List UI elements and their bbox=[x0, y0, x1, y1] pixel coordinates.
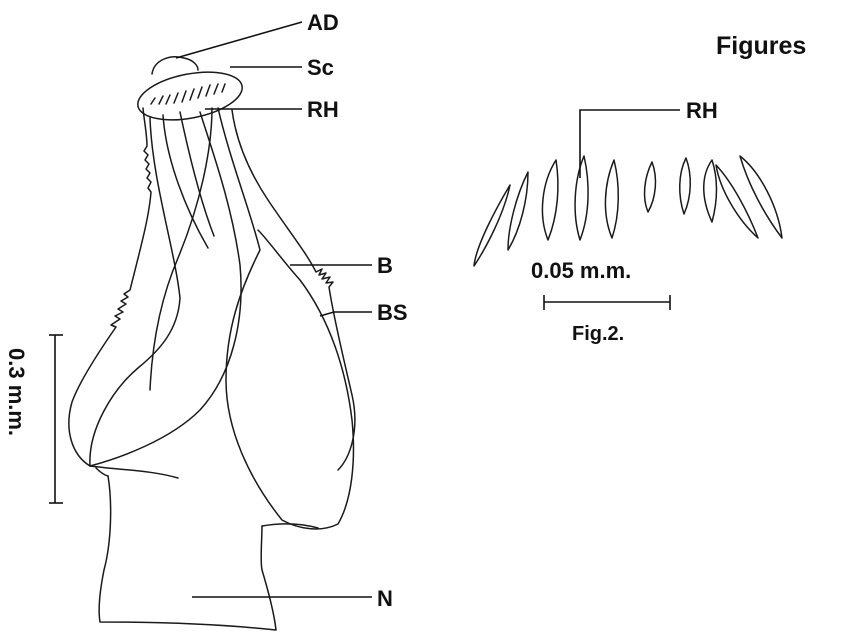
neck-inner-left bbox=[96, 468, 108, 476]
fig2-annotations: RH 0.05 m.m. Fig.2. bbox=[531, 98, 718, 345]
leader-fig2-rh bbox=[580, 110, 680, 178]
hook-6 bbox=[645, 162, 656, 212]
scolex-hooks bbox=[151, 84, 225, 104]
label-ad: AD bbox=[307, 10, 339, 35]
outer-left-contour bbox=[69, 108, 151, 466]
label-b: B bbox=[377, 253, 393, 278]
neck-right-join bbox=[262, 524, 318, 528]
scale-label-fig2: 0.05 m.m. bbox=[531, 258, 631, 283]
adhesive-disc bbox=[152, 57, 198, 74]
scale-label-fig1: 0.3 m.m. bbox=[4, 348, 29, 436]
leader-ad bbox=[176, 22, 302, 58]
label-fig2-rh: RH bbox=[686, 98, 718, 123]
label-n: N bbox=[377, 586, 393, 611]
hook-1 bbox=[474, 185, 510, 266]
hook-8 bbox=[704, 160, 717, 222]
label-bs: BS bbox=[377, 300, 408, 325]
fig1-specimen bbox=[69, 57, 355, 630]
leader-bs bbox=[320, 312, 372, 316]
hook-4 bbox=[575, 156, 588, 240]
neck bbox=[99, 476, 276, 630]
outer-right-contour bbox=[232, 110, 355, 470]
bothridium-left bbox=[90, 112, 241, 466]
fig1-labels: AD Sc RH B BS N bbox=[307, 10, 408, 611]
figures-heading: Figures bbox=[716, 32, 806, 60]
hook-7 bbox=[680, 158, 691, 214]
hook-5 bbox=[605, 160, 618, 238]
fig2-caption: Fig.2. bbox=[572, 323, 624, 345]
bothridium-right bbox=[218, 108, 353, 529]
label-sc: Sc bbox=[307, 55, 334, 80]
hook-2 bbox=[508, 172, 528, 250]
lobe-base bbox=[90, 466, 178, 478]
bothridium-band-mid bbox=[180, 112, 214, 236]
fig1-scale-bar: 0.3 m.m. bbox=[4, 335, 63, 503]
hook-3 bbox=[542, 160, 557, 240]
hook-9 bbox=[716, 165, 758, 238]
label-rh: RH bbox=[307, 97, 339, 122]
fig2-hooks bbox=[474, 156, 782, 266]
